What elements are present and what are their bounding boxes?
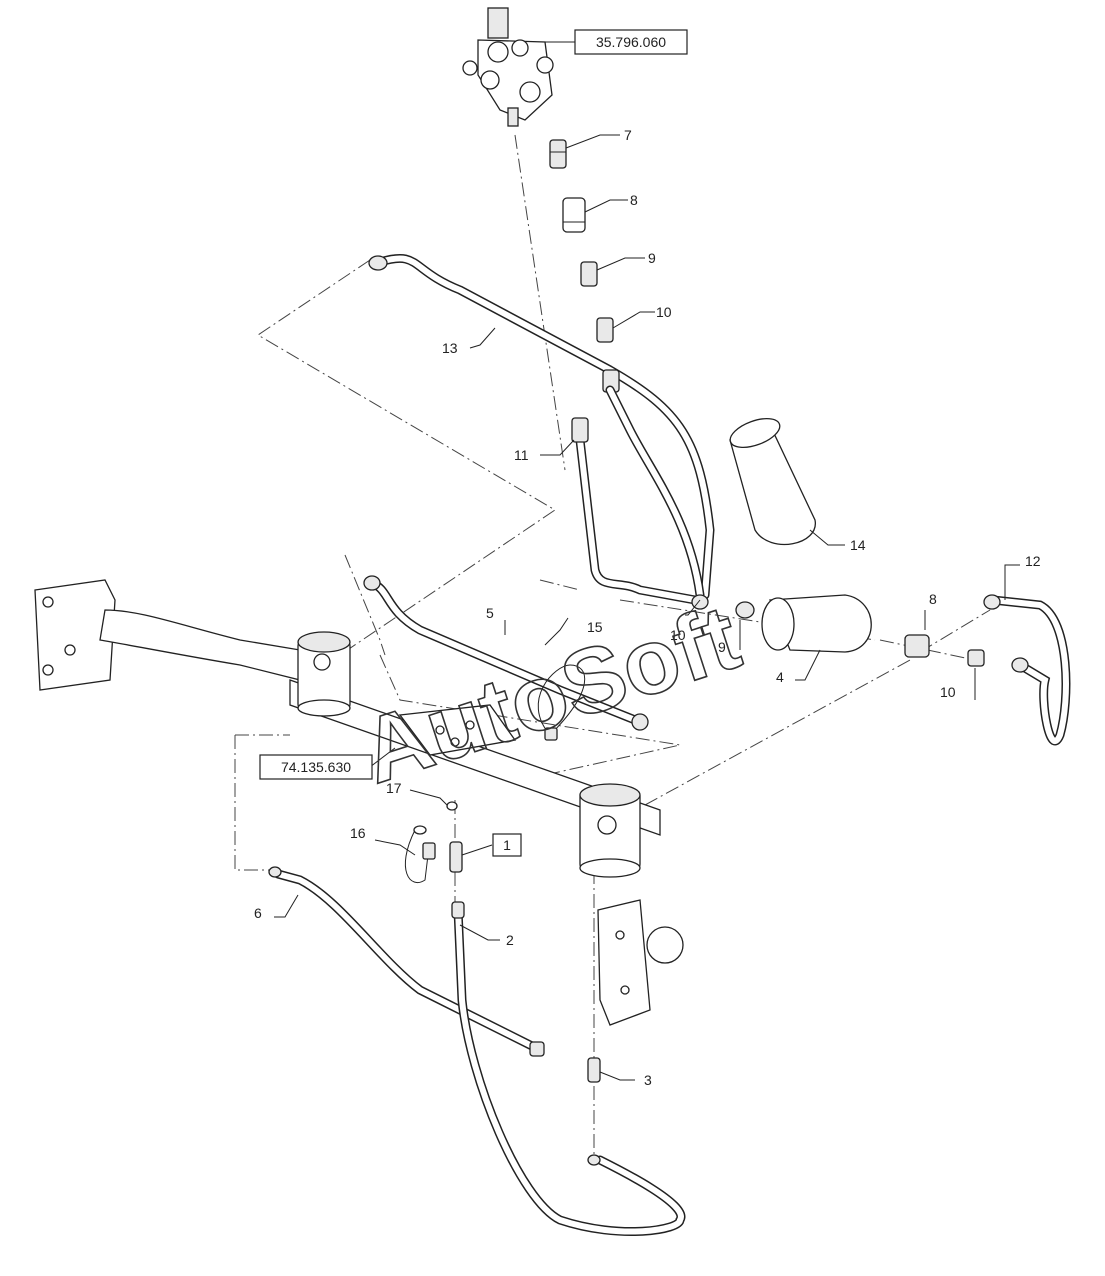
callout-14: 14	[850, 537, 866, 553]
cap-4	[761, 594, 872, 653]
hose-11	[571, 385, 709, 610]
ref-steering-label: 74.135.630	[281, 759, 351, 775]
callout-9: 9	[648, 250, 656, 266]
callout-8-right: 8	[929, 591, 937, 607]
ref-valve-label: 35.796.060	[596, 34, 666, 50]
hose-2	[451, 901, 686, 1237]
callout-10: 10	[656, 304, 672, 320]
callout-11: 11	[514, 447, 529, 463]
callout-10-right: 10	[940, 684, 956, 700]
ref-box-valve[interactable]: 35.796.060	[574, 29, 688, 55]
washer-17	[446, 801, 458, 811]
callout-8: 8	[630, 192, 638, 208]
steering-motor-left	[297, 631, 351, 717]
hose-6	[268, 866, 545, 1057]
hose-5	[363, 575, 649, 731]
ref-fitting-label: 1	[503, 837, 511, 853]
callout-13: 13	[442, 340, 458, 356]
callout-labels: 7 8 9 10 13 11 14 12 8 5 15 10 9 4 10 17…	[254, 127, 1041, 1088]
steering-motor-right	[579, 783, 684, 1026]
fitting-1	[449, 841, 463, 873]
callout-6: 6	[254, 905, 262, 921]
callout-2: 2	[506, 932, 514, 948]
hose-13	[368, 253, 715, 600]
hose-12	[983, 594, 1071, 746]
fitting-8	[562, 197, 586, 233]
valve-block	[462, 7, 554, 127]
callout-10-mid: 10	[670, 627, 686, 643]
callout-17: 17	[386, 780, 402, 796]
fitting-9	[580, 261, 598, 287]
ref-box-steering[interactable]: 74.135.630	[259, 754, 373, 780]
fitting-9-right	[735, 601, 755, 619]
clamp-15	[537, 664, 586, 741]
tee-fitting-3	[587, 1057, 601, 1166]
fitting-8-right	[904, 634, 930, 658]
callout-7: 7	[624, 127, 632, 143]
callout-5: 5	[486, 605, 494, 621]
callout-16: 16	[350, 825, 366, 841]
callout-15: 15	[587, 619, 603, 635]
steering-frame	[34, 579, 661, 836]
ref-box-fitting[interactable]: 1	[492, 833, 522, 857]
fitting-7	[549, 139, 567, 169]
callout-4: 4	[776, 669, 784, 685]
fitting-10	[596, 317, 614, 343]
leader-lines	[274, 41, 1020, 1081]
fitting-10-right	[967, 649, 985, 667]
callout-9-right: 9	[718, 639, 726, 655]
sensor-16	[405, 825, 436, 883]
cap-14	[729, 417, 816, 546]
callout-3: 3	[644, 1072, 652, 1088]
callout-12: 12	[1025, 553, 1041, 569]
